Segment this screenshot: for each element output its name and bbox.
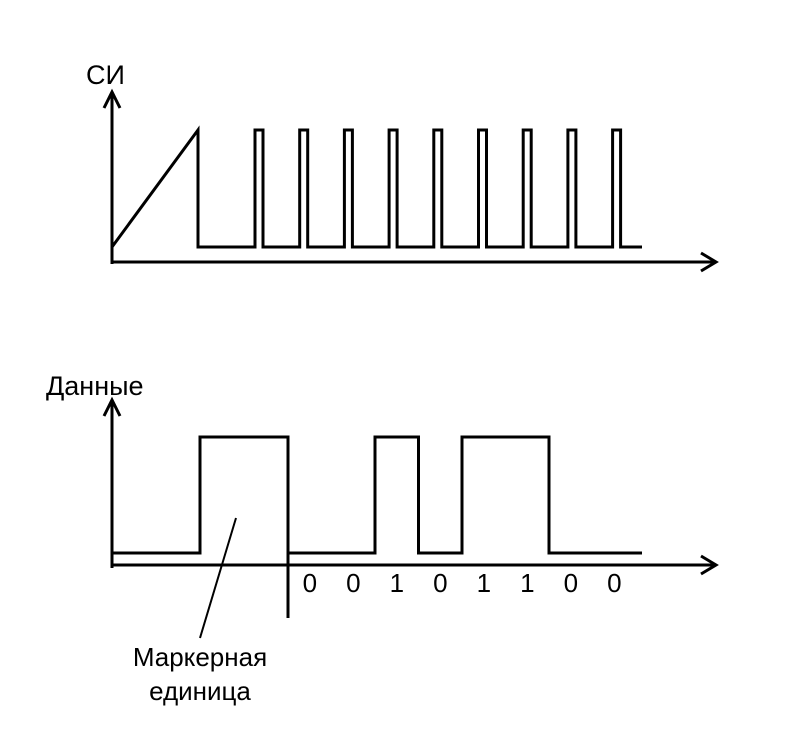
sync-chart: СИ [86, 60, 719, 273]
sync-axis-label: СИ [86, 60, 125, 90]
data-axis-label: Данные [46, 371, 144, 401]
data-y-arrowhead [102, 396, 122, 417]
bit-label-4: 0 [433, 568, 447, 598]
sync-x-arrowhead [700, 251, 719, 273]
bit-label-2: 0 [346, 568, 360, 598]
bit-label-3: 1 [390, 568, 404, 598]
marker-label-line-1: Маркерная [133, 642, 267, 672]
marker-label-line-2: единица [149, 676, 251, 706]
bit-label-5: 1 [477, 568, 491, 598]
sync-signal-waveform [110, 125, 642, 249]
sync-y-arrowhead [102, 88, 122, 109]
data-signal-waveform [112, 435, 642, 555]
bit-label-1: 0 [303, 568, 317, 598]
bit-label-7: 0 [564, 568, 578, 598]
data-x-arrowhead [700, 554, 719, 576]
bit-label-8: 0 [607, 568, 621, 598]
bit-label-6: 1 [520, 568, 534, 598]
marker-pointer-line [199, 517, 237, 639]
